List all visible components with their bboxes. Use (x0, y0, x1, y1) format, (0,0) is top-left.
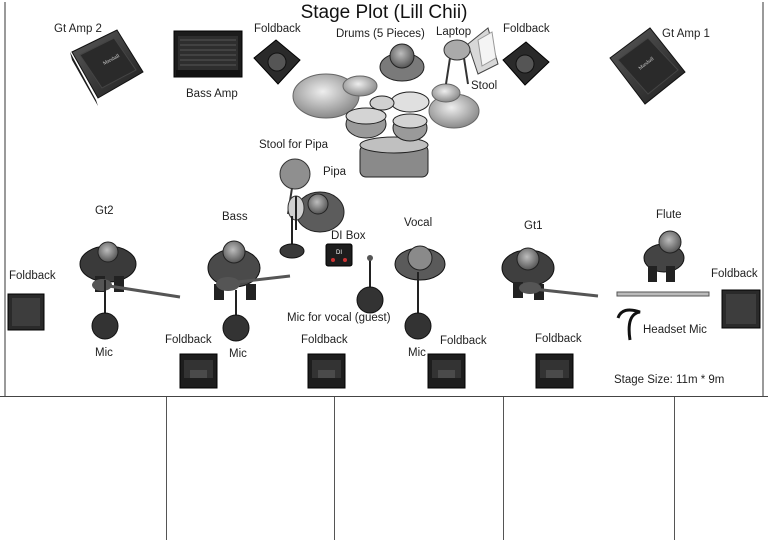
foldback-top-right-wedge (502, 41, 550, 86)
label-mic-vocal: Mic (408, 347, 426, 359)
foldback-front-4 (535, 353, 574, 389)
label-drums: Drums (5 Pieces) (336, 28, 425, 40)
label-foldback-front-4: Foldback (535, 333, 582, 345)
table-cell (675, 397, 768, 540)
label-foldback-front-2: Foldback (301, 334, 348, 346)
stage-size-note: Stage Size: 11m * 9m (614, 374, 725, 386)
table-cell (0, 397, 167, 540)
foldback-front-3 (427, 353, 466, 389)
label-gt-amp-1: Gt Amp 1 (662, 28, 710, 40)
mic-stand-pipa (279, 216, 305, 259)
label-mic-gt2: Mic (95, 347, 113, 359)
gt-amp-1: Marshall (609, 27, 686, 105)
mic-stand-bass (222, 290, 250, 342)
page-title: Stage Plot (Lill Chii) (300, 2, 468, 23)
stool (443, 39, 471, 85)
guitarist-1 (501, 247, 599, 300)
label-vocal: Vocal (404, 217, 433, 229)
guitarist-2 (79, 241, 181, 299)
flute-instrument (616, 291, 710, 297)
label-mic-bass: Mic (229, 348, 247, 360)
vocalist (394, 245, 446, 281)
stage-drawing: Marshall (7, 27, 761, 389)
foldback-top-left-wedge (253, 39, 301, 85)
label-laptop: Laptop (436, 26, 472, 38)
label-mic-for-vocal-guest: Mic for vocal (guest) (287, 312, 391, 324)
label-foldback-front-1: Foldback (165, 334, 212, 346)
label-foldback-top-right: Foldback (503, 23, 550, 35)
gt-amp-2: Marshall (70, 29, 144, 106)
label-stool: Stool (471, 80, 498, 92)
foldback-front-1 (179, 353, 218, 389)
label-gt2: Gt2 (95, 205, 114, 217)
pipa-player (287, 191, 345, 233)
bassist (207, 240, 291, 300)
label-foldback-front-3: Foldback (440, 335, 487, 347)
drum-kit (292, 43, 480, 178)
label-foldback-side-right: Foldback (711, 268, 758, 280)
table-cell (167, 397, 335, 540)
di-box-tag: DI (336, 250, 342, 256)
table-cell (335, 397, 504, 540)
label-gt-amp-2: Gt Amp 2 (54, 23, 102, 35)
stage-area (4, 2, 764, 396)
label-stool-for-pipa: Stool for Pipa (259, 139, 329, 151)
mic-stand-gt2 (91, 280, 119, 340)
foldback-front-2 (307, 353, 346, 389)
mic-stand-vocal (404, 272, 432, 340)
label-flute: Flute (656, 209, 682, 221)
label-pipa: Pipa (323, 166, 347, 178)
di-box: DI (325, 243, 353, 267)
label-bass-amp: Bass Amp (186, 88, 238, 100)
label-gt1: Gt1 (524, 220, 543, 232)
table-cell (504, 397, 675, 540)
laptop (467, 27, 499, 75)
label-di-box: DI Box (331, 230, 366, 242)
input-list-table (0, 396, 768, 540)
mic-stand-guest (356, 255, 384, 314)
foldback-side-right (721, 289, 761, 329)
foldback-side-left (7, 293, 45, 331)
label-headset-mic: Headset Mic (643, 324, 707, 336)
label-foldback-top-left: Foldback (254, 23, 301, 35)
flutist (643, 230, 685, 282)
label-foldback-side-left: Foldback (9, 270, 56, 282)
label-bass: Bass (222, 211, 248, 223)
headset-mic (616, 308, 641, 341)
bass-amp (173, 30, 243, 78)
